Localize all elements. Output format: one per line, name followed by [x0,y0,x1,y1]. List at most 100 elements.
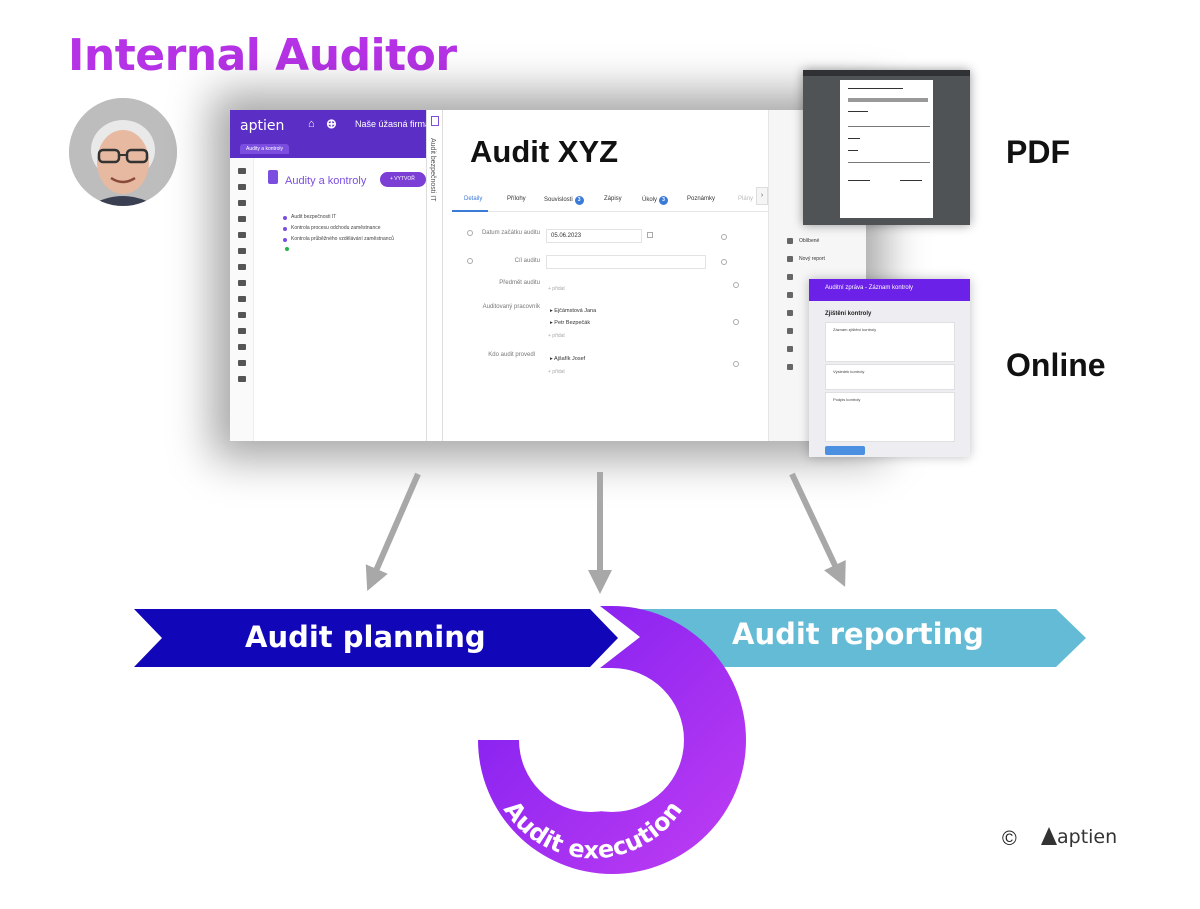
online-card: Podpis kontroly [825,392,955,442]
person-chip[interactable]: ▸ Petr Bezpečák [550,320,591,326]
panel-icon [787,364,793,370]
home-icon[interactable]: ⌂ [308,118,315,130]
pdf-label: PDF [1006,134,1070,170]
calendar-icon[interactable] [237,232,246,238]
tab-attachments[interactable]: Přílohy [507,196,526,202]
pdf-line [848,162,930,163]
list-icon[interactable] [237,344,246,350]
link-icon[interactable] [721,259,727,265]
list-item[interactable]: Audit bezpečnosti IT [291,214,337,220]
pdf-line [848,180,870,181]
module-tab[interactable]: Audity a kontroly [240,144,289,154]
report-icon [787,256,793,262]
tab-notes[interactable]: Poznámky [687,196,716,202]
org-name[interactable]: Naše úžasná firma [355,119,431,129]
person-chip[interactable]: ▸ Ejčámstová Jana [550,308,597,314]
detail-title: Audit XYZ [470,134,619,169]
right-item[interactable]: Oblíbené [799,238,820,244]
goal-label: Cíl auditu [514,258,540,264]
add-link[interactable]: + přidat [548,286,565,292]
star-icon [787,238,793,244]
online-card: Záznam zjištění kontroly [825,322,955,362]
info-icon [467,230,473,236]
list-heading: Audity a kontroly [285,175,367,187]
bulb-icon[interactable] [237,216,246,222]
pdf-line [900,180,922,181]
copyright-symbol: © [1002,828,1017,850]
audited-label: Auditovaný pracovník [482,304,540,310]
tab-plans[interactable]: Plány [738,196,754,202]
app-logo[interactable]: aptien [240,118,285,134]
online-heading: Zjištění kontroly [825,311,872,317]
list-item[interactable]: Kontrola průběžného vzdělávání zaměstnan… [291,236,394,242]
calendar-icon[interactable] [647,232,653,238]
list-item-icon [283,238,287,242]
online-preview: Auditní zpráva - Záznam kontroly Zjištěn… [809,279,970,457]
online-card-label: Podpis kontroly [833,397,861,402]
link-icon[interactable] [733,319,739,325]
app-topbar: aptien ⌂ ⊕ Naše úžasná firma Audity a ko… [230,110,430,158]
add-link[interactable]: + přidat [548,333,565,339]
start-date-field[interactable]: 05.06.2023 [546,229,642,243]
star-icon[interactable] [237,312,246,318]
info-icon [467,258,473,264]
online-card: Výsledek kontroly [825,364,955,390]
tab-minutes[interactable]: Zápisy [604,196,622,202]
list-item-icon [283,227,287,231]
reporting-arrow [640,609,1086,667]
tab-details[interactable]: Detaily [464,196,483,202]
plane-icon[interactable] [237,280,246,286]
status-dot [285,247,289,251]
pdf-line [848,98,928,102]
building-icon[interactable] [237,328,246,334]
online-label: Online [1006,347,1106,383]
file-icon[interactable] [237,248,246,254]
right-item[interactable]: Nový report [799,256,825,262]
link-icon[interactable] [721,234,727,240]
footer-brand-text: aptien [1057,826,1118,848]
person-chip[interactable]: ▸ Ajšafík Josef [550,356,586,362]
link-icon[interactable] [733,361,739,367]
start-date-label: Datum začátku auditu [481,230,540,236]
icon-rail [230,158,254,441]
table-icon[interactable] [237,376,246,382]
arrow-icon[interactable] [237,168,246,174]
vertical-tab-label: Audit bezpečnosti IT [429,138,436,202]
person-icon[interactable] [237,360,246,366]
auditor-label: Kdo audit provedl [488,352,535,358]
pdf-line [848,150,858,151]
execution-ring [478,606,746,874]
person-photo-icon [69,98,177,206]
list-item-icon [283,216,287,220]
online-card-label: Výsledek kontroly [833,369,865,374]
planning-arrow [134,609,618,667]
pdf-preview [803,70,970,225]
user-icon[interactable] [237,184,246,190]
add-link[interactable]: + přidat [548,369,565,375]
doc-icon[interactable] [237,264,246,270]
create-button[interactable]: + VYTVOŘ [380,172,426,187]
submit-button[interactable] [825,446,865,455]
chevron-right-icon[interactable]: › [756,187,768,205]
goal-field[interactable] [546,255,706,269]
subject-label: Předmět auditu [499,280,540,286]
online-card-label: Záznam zjištění kontroly [833,327,877,332]
person-name: Petr Bezpečák [554,320,591,326]
person-name: Ejčámstová Jana [554,308,597,314]
panel-icon [787,310,793,316]
vertical-tab[interactable]: Audit bezpečnosti IT [426,110,443,441]
tab-tasks-label: Úkoly [642,197,658,203]
execution-ring-hole [519,668,663,812]
dog-icon[interactable] [237,296,246,302]
list-item[interactable]: Kontrola procesu odchodu zaměstnance [291,225,381,231]
audit-list-panel [254,158,426,441]
pdf-line [848,138,860,139]
plus-icon[interactable]: ⊕ [326,116,337,131]
arrow-to-reporting [789,472,846,587]
tree-icon[interactable] [237,200,246,206]
link-icon[interactable] [733,282,739,288]
